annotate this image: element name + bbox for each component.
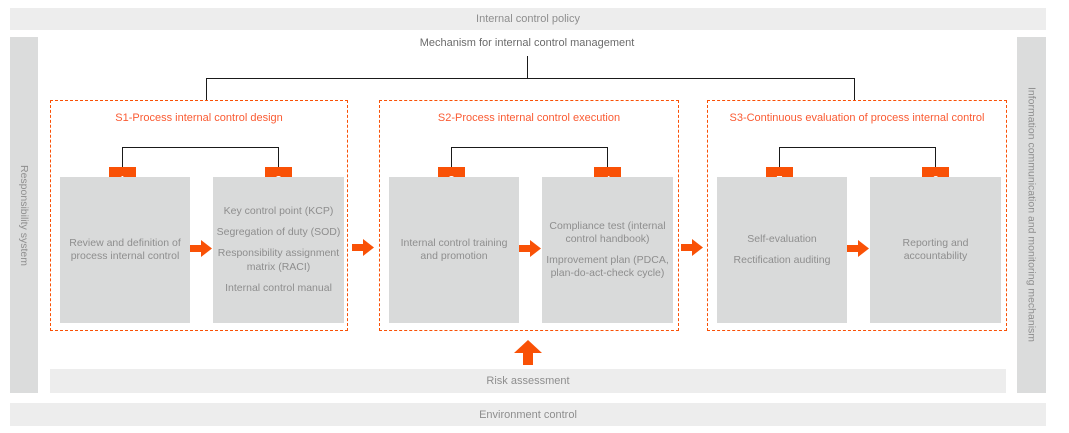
section-title: S1-Process internal control design: [115, 112, 283, 124]
environment-control-bar: Environment control: [10, 403, 1046, 426]
section-s1: S1-Process internal control design 1 2 R…: [50, 100, 348, 331]
connector-line: [451, 147, 452, 168]
section-title: S2-Process internal control execution: [437, 112, 621, 124]
policy-bar-label: Internal control policy: [476, 13, 580, 25]
step-box-text: Key control point (KCP): [223, 205, 334, 218]
step-box-text: Review and definition of process interna…: [69, 236, 181, 262]
connector-line: [122, 147, 123, 168]
arrow-right-icon: [352, 239, 374, 256]
step-box: Internal control training and promotion: [389, 177, 519, 323]
step-box-text: Responsibility assignment matrix (RACI): [217, 247, 340, 273]
arrow-up-icon: [514, 340, 542, 365]
step-box-text: Improvement plan (PDCA, plan-do-act-chec…: [546, 254, 669, 280]
risk-assessment-bar: Risk assessment: [50, 369, 1006, 393]
connector-line: [278, 147, 279, 168]
connector-line: [779, 147, 936, 148]
connector-line: [122, 147, 279, 148]
step-box-text: Segregation of duty (SOD): [216, 226, 341, 239]
connector-line: [206, 78, 207, 100]
connector-line: [206, 78, 855, 79]
step-box-text: Compliance test (internal control handbo…: [549, 219, 666, 245]
risk-assessment-label: Risk assessment: [486, 375, 570, 387]
connector-line: [607, 147, 608, 168]
mechanism-label: Mechanism for internal control managemen…: [419, 37, 635, 49]
step-box: Self-evaluation Rectification auditing: [717, 177, 847, 323]
responsibility-sidebar: Responsibility system: [10, 37, 38, 393]
step-box-text: Reporting and accountability: [902, 236, 969, 262]
arrow-right-icon: [847, 240, 869, 257]
step-box-text: Internal control training and promotion: [400, 236, 508, 262]
connector-line: [854, 78, 855, 100]
section-s3: S3-Continuous evaluation of process inte…: [707, 100, 1007, 331]
step-box-text: Internal control manual: [225, 281, 332, 294]
step-box-text: Rectification auditing: [733, 254, 831, 266]
step-box-text: Self-evaluation: [747, 232, 817, 245]
policy-bar: Internal control policy: [10, 8, 1046, 30]
responsibility-sidebar-label: Responsibility system: [18, 164, 30, 266]
arrow-right-icon: [681, 239, 703, 256]
arrow-right-icon: [519, 240, 541, 257]
arrow-right-icon: [190, 240, 212, 257]
connector-line: [527, 56, 528, 79]
environment-control-label: Environment control: [479, 408, 577, 421]
section-title: S3-Continuous evaluation of process inte…: [729, 112, 985, 124]
step-box: Compliance test (internal control handbo…: [542, 177, 673, 323]
step-box: Review and definition of process interna…: [60, 177, 190, 323]
info-monitoring-sidebar: Information communication and monitoring…: [1017, 37, 1046, 393]
connector-line: [779, 147, 780, 168]
step-box: Reporting and accountability: [870, 177, 1001, 323]
connector-line: [935, 147, 936, 168]
section-s2: S2-Process internal control execution 3 …: [379, 100, 679, 331]
info-monitoring-sidebar-label: Information communication and monitoring…: [1025, 87, 1038, 343]
connector-line: [451, 147, 608, 148]
step-box: Key control point (KCP) Segregation of d…: [213, 177, 344, 323]
